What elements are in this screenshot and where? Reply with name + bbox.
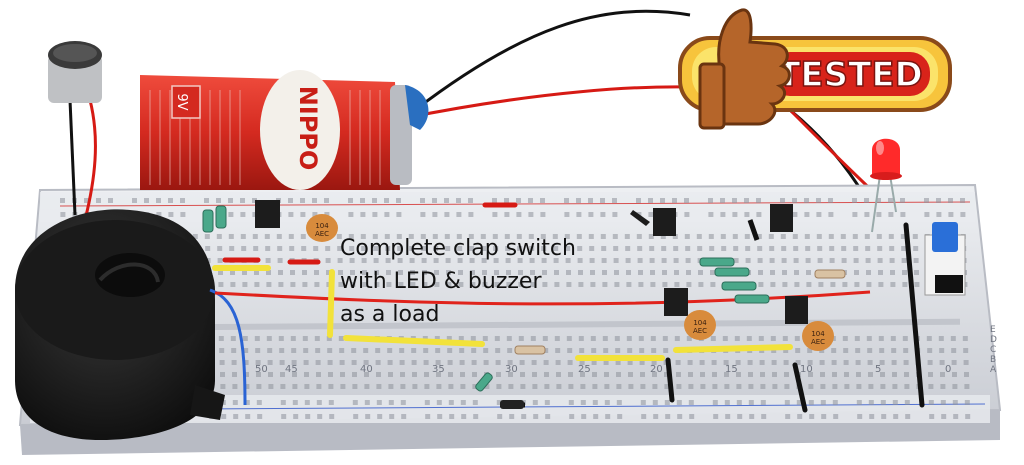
row-letter: B: [990, 355, 996, 365]
capacitor-label: AEC: [315, 230, 329, 238]
capacitor-label: 104: [693, 319, 707, 327]
battery-9v: 9V NIPPO: [140, 70, 429, 190]
battery-voltage-label: 9V: [174, 93, 189, 110]
column-number: 10: [800, 364, 813, 375]
capacitor-label: 104: [315, 222, 329, 230]
ceramic-capacitor: 104 AEC: [684, 310, 716, 340]
tested-badge: TESTED: [678, 8, 952, 130]
column-number: 50: [255, 364, 268, 375]
row-letter: D: [990, 335, 997, 345]
column-number: 0: [945, 364, 951, 375]
thumbs-up-icon: [698, 8, 791, 130]
ceramic-capacitor: 104 AEC: [306, 214, 338, 242]
column-number: 40: [360, 364, 373, 375]
capacitor-label: AEC: [811, 338, 825, 346]
capacitor-label: AEC: [693, 327, 707, 335]
tested-label: TESTED: [777, 55, 923, 95]
push-button: [924, 222, 966, 296]
column-number: 25: [578, 364, 591, 375]
column-number: 30: [505, 364, 518, 375]
column-number: 5: [875, 364, 881, 375]
column-number: 35: [432, 364, 445, 375]
photo-caption: Complete clap switch with LED & buzzer a…: [340, 232, 576, 331]
row-letter-labels: A B C D E: [990, 325, 997, 375]
caption-line: Complete clap switch: [340, 236, 576, 261]
column-number: 20: [650, 364, 663, 375]
piezo-buzzer: [15, 209, 247, 440]
circuit-components: 104 AEC 104 AEC 104 AEC: [202, 138, 966, 413]
caption-line: with LED & buzzer: [340, 269, 542, 294]
column-number: 15: [725, 364, 738, 375]
column-number: 45: [285, 364, 298, 375]
red-led: [870, 138, 902, 233]
ceramic-capacitor: 104 AEC: [802, 321, 834, 351]
battery-brand-label: NIPPO: [294, 86, 322, 171]
row-letter: C: [990, 345, 996, 355]
capacitor-label: 104: [811, 330, 825, 338]
row-letter: A: [990, 365, 997, 375]
caption-line: as a load: [340, 302, 440, 327]
electret-microphone: [48, 41, 102, 221]
row-letter: E: [990, 325, 996, 335]
